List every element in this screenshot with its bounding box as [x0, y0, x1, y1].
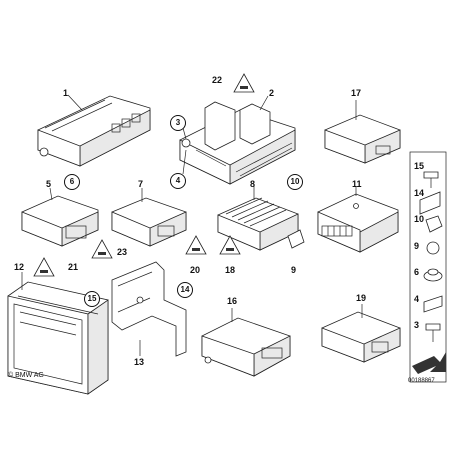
sidebar-label-14: 14 — [414, 188, 425, 198]
part-16-control-unit[interactable] — [201, 308, 291, 377]
circled-label-part-3: 3 — [170, 115, 186, 131]
part-3-screw[interactable] — [181, 127, 191, 148]
sidebar-label-10: 10 — [414, 214, 425, 224]
part-15-screw-icon[interactable] — [423, 171, 439, 188]
label-part-8: 8 — [250, 179, 256, 189]
label-part-16: 16 — [227, 296, 238, 306]
label-part-5: 5 — [46, 179, 52, 189]
warning-triangle-18[interactable] — [219, 235, 241, 255]
label-part-17: 17 — [351, 88, 362, 98]
part-6-grommet-icon[interactable] — [423, 268, 443, 282]
part-4-nut[interactable] — [182, 149, 187, 175]
part-4-spring-nut-icon[interactable] — [423, 295, 443, 313]
label-part-12: 12 — [14, 262, 25, 272]
part-13-bracket[interactable] — [111, 261, 187, 357]
part-5-control-unit[interactable] — [21, 187, 99, 247]
label-part-13: 13 — [134, 357, 145, 367]
circled-label-part-6: 6 — [64, 174, 80, 190]
sidebar-label-4: 4 — [414, 294, 420, 304]
label-part-18: 18 — [225, 265, 236, 275]
label-part-23: 23 — [117, 247, 128, 257]
part-7-control-unit[interactable] — [111, 188, 187, 247]
circled-label-part-15: 15 — [84, 291, 100, 307]
label-part-20: 20 — [190, 265, 201, 275]
sidebar-arrow-icon — [412, 352, 446, 374]
label-part-11: 11 — [352, 179, 362, 189]
label-part-2: 2 — [269, 88, 275, 98]
part-9-bolt-icon[interactable] — [426, 241, 440, 255]
label-part-9: 9 — [291, 265, 297, 275]
sidebar-label-15: 15 — [414, 161, 425, 171]
warning-triangle-20[interactable] — [185, 235, 207, 255]
label-part-22: 22 — [212, 75, 223, 85]
part-19-control-unit[interactable] — [321, 304, 401, 363]
part-8-heat-sink-module[interactable] — [217, 186, 305, 251]
circled-label-part-10: 10 — [287, 174, 303, 190]
sidebar-parts — [409, 151, 447, 383]
label-part-19: 19 — [356, 293, 367, 303]
sidebar-label-9: 9 — [414, 241, 420, 251]
circled-label-part-4: 4 — [170, 173, 186, 189]
part-2-junction-box[interactable] — [179, 95, 296, 185]
part-11-control-unit[interactable] — [317, 186, 399, 253]
sidebar-label-6: 6 — [414, 267, 420, 277]
label-part-7: 7 — [138, 179, 144, 189]
part-10-nut-icon[interactable] — [425, 215, 443, 233]
part-3-hex-screw-icon[interactable] — [425, 323, 441, 342]
warning-triangle-23[interactable] — [91, 239, 113, 259]
circled-label-part-14: 14 — [177, 282, 193, 298]
image-number: 00188867 — [408, 378, 435, 384]
part-12-control-unit[interactable] — [7, 272, 109, 395]
part-14-clip-icon[interactable] — [419, 191, 441, 215]
copyright-text: © BMW AG — [8, 372, 44, 379]
label-part-21: 21 — [68, 262, 79, 272]
warning-triangle-21[interactable] — [33, 257, 55, 277]
warning-triangle-22[interactable] — [233, 73, 255, 93]
sidebar-label-3: 3 — [414, 320, 420, 330]
part-17-control-unit[interactable] — [324, 100, 401, 164]
label-part-1: 1 — [63, 88, 69, 98]
part-1-gateway-module[interactable] — [37, 94, 151, 167]
